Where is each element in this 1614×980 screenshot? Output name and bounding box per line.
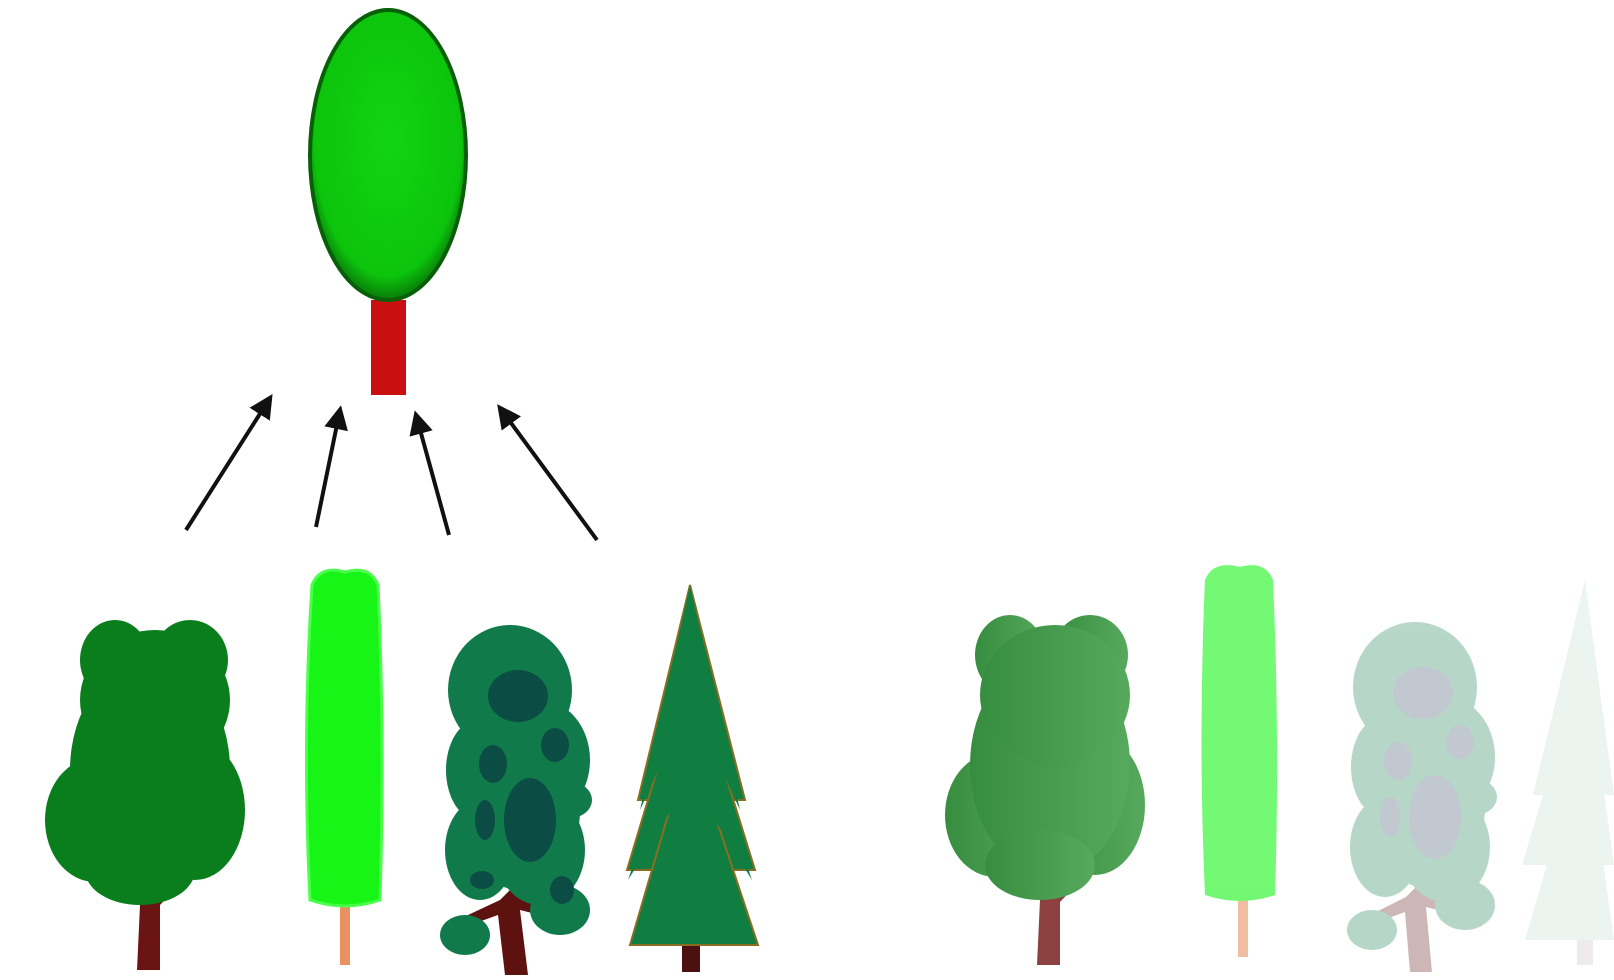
oak-tree-icon xyxy=(45,620,245,970)
conifer-faded-trunk xyxy=(1577,905,1593,965)
spotted-faded-spots xyxy=(1380,667,1474,859)
spotted-tree-faded-icon xyxy=(1347,622,1497,972)
faded-example-trees xyxy=(945,565,1614,972)
conifer-faded-foliage xyxy=(1522,580,1614,940)
spotted-trunk xyxy=(468,890,545,975)
arrows-group xyxy=(184,393,599,542)
prototype-trunk xyxy=(371,300,406,395)
spotted-spots xyxy=(470,670,574,904)
arrow-from-poplar xyxy=(314,405,348,528)
prototype-canopy xyxy=(308,8,468,302)
conifer-tree-icon xyxy=(625,584,760,972)
arrow-from-spotted xyxy=(409,410,451,536)
poplar-tree-icon xyxy=(304,568,384,965)
oak-faded-canopy xyxy=(945,615,1145,900)
poplar-faded-trunk xyxy=(1238,895,1248,957)
conifer-tree-faded-icon xyxy=(1522,580,1614,965)
spotted-faded-canopy xyxy=(1347,622,1497,950)
arrow-from-oak xyxy=(184,393,273,532)
spotted-tree-icon xyxy=(440,625,592,975)
oak-tree-faded-icon xyxy=(945,615,1145,965)
poplar-faded-canopy xyxy=(1201,565,1278,901)
prototype-tree-icon xyxy=(308,8,468,395)
poplar-tree-faded-icon xyxy=(1201,565,1278,957)
arrow-from-conifer xyxy=(497,404,599,542)
spotted-faded-trunk xyxy=(1376,887,1450,972)
poplar-canopy xyxy=(304,568,384,908)
poplar-trunk xyxy=(340,900,350,965)
example-trees xyxy=(45,568,760,975)
oak-canopy xyxy=(45,620,245,905)
